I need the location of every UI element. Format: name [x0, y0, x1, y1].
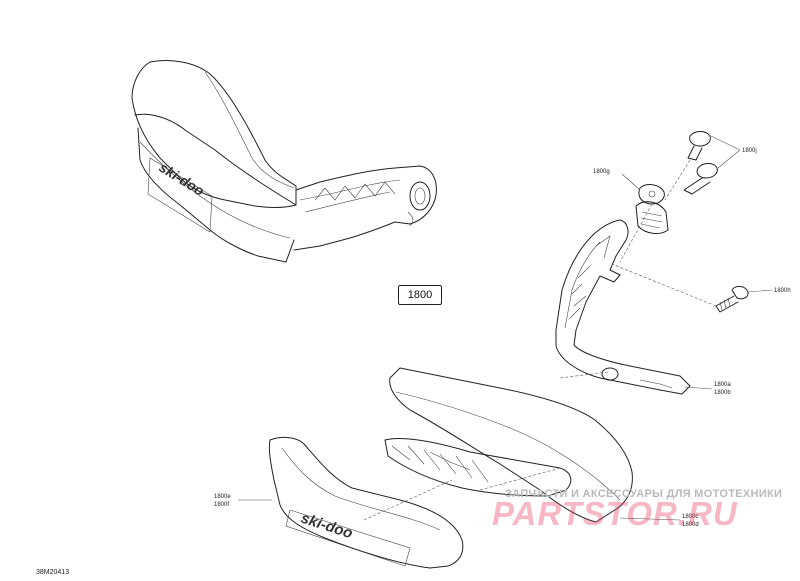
label-1800d: 1800d — [682, 522, 699, 528]
label-1800h: 1800h — [774, 288, 791, 294]
label-1800j: 1800j — [742, 148, 757, 154]
label-1800c: 1800c — [682, 514, 698, 520]
brand-logo-lower: ski-doo — [299, 510, 355, 543]
label-1800g: 1800g — [593, 169, 610, 175]
watermark-caption: ЗАПЧАСТИ И АКСЕССУАРЫ ДЛЯ МОТОТЕХНИКИ — [505, 488, 783, 500]
brand-logo-upper: ski-doo — [156, 159, 207, 199]
fastener-group — [555, 131, 749, 395]
label-1800a: 1800a — [714, 382, 731, 388]
leader-lines — [238, 135, 773, 521]
assembled-handguard: ski-doo — [131, 60, 437, 263]
lower-parts: ski-doo — [268, 367, 633, 569]
label-1800f: 1800f — [214, 502, 229, 508]
label-1800e: 1800e — [214, 494, 231, 500]
main-reference-box: 1800 — [398, 285, 442, 305]
document-id: 38M20413 — [36, 569, 70, 576]
watermark-site: PARTSTOR.RU — [492, 495, 738, 532]
label-1800b: 1800b — [714, 390, 731, 396]
